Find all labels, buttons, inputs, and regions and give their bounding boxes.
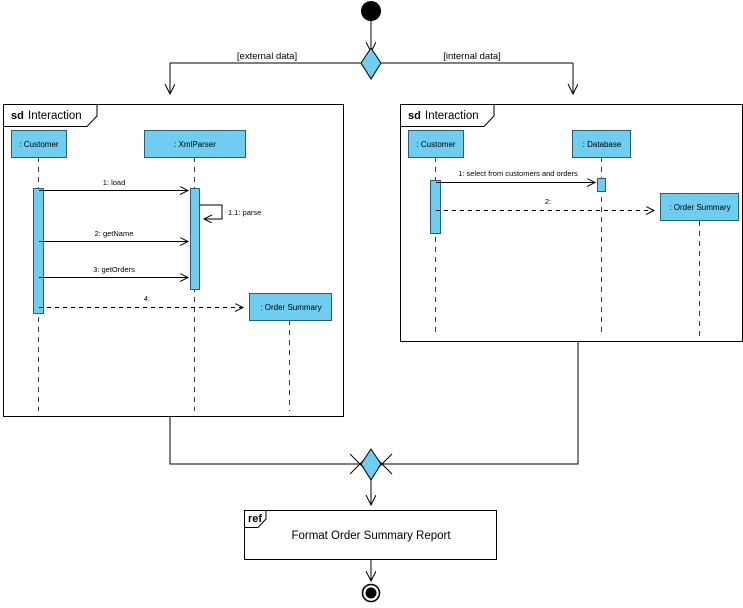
left-frame-name-label: Interaction [28, 110, 82, 122]
left-activation-customer [33, 188, 44, 314]
guard-internal-data: [internal data] [443, 51, 501, 62]
left-activation-xmlparser [190, 188, 200, 290]
left-lifeline-xmlparser[interactable]: : XmlParser [144, 130, 246, 158]
left-message-getname-label: 2: getName [95, 229, 134, 238]
right-lifeline-database[interactable]: : Database [572, 130, 631, 158]
merge-node [349, 448, 393, 481]
left-frame-kind-label: sd [11, 110, 24, 122]
right-message-create-summary: 2: [436, 197, 654, 211]
right-message-create-summary-label: 2: [545, 197, 551, 206]
left-message-load: 1: load [39, 178, 188, 191]
ref-frame-title: Format Order Summary Report [291, 530, 451, 542]
left-message-getname: 2: getName [39, 229, 188, 242]
left-message-getorders: 3: getOrders [39, 265, 188, 278]
left-lifeline-ordersummary[interactable]: : Order Summary [249, 293, 332, 321]
left-message-load-label: 1: load [103, 178, 126, 187]
flow-left-frame-to-merge [169, 416, 361, 465]
right-lifeline-ordersummary-label: : Order Summary [669, 203, 730, 212]
left-lifeline-customer[interactable]: : Customer [11, 130, 67, 158]
left-message-create-summary-label: 4: [144, 294, 150, 303]
right-message-select-label: 1: select from customers and orders [458, 169, 578, 178]
right-activation-database [597, 178, 606, 192]
right-activation-customer [430, 180, 441, 234]
left-message-create-summary: 4: [39, 294, 243, 308]
ref-frame-kind-label: ref [248, 513, 262, 525]
left-message-getorders-label: 3: getOrders [93, 265, 135, 274]
initial-node [361, 1, 381, 21]
left-message-parse-self: 1.1: parse [199, 204, 261, 219]
guard-external-data: [external data] [237, 51, 297, 62]
right-frame-kind-label: sd [408, 110, 421, 122]
decision-node [360, 47, 382, 80]
right-lifeline-ordersummary[interactable]: : Order Summary [660, 193, 739, 221]
right-message-select: 1: select from customers and orders [436, 169, 595, 183]
right-frame-name-label: Interaction [425, 110, 479, 122]
left-lifeline-xmlparser-label: : XmlParser [174, 140, 216, 149]
left-message-parse-label: 1.1: parse [228, 208, 261, 217]
right-lifeline-database-label: : Database [583, 140, 622, 149]
right-lifeline-customer[interactable]: : Customer [408, 130, 464, 158]
flow-right-frame-to-merge [381, 341, 579, 465]
left-lifeline-ordersummary-label: : Order Summary [260, 303, 321, 312]
left-lifeline-customer-label: : Customer [19, 140, 58, 149]
ref-frame[interactable] [244, 510, 497, 560]
final-node [361, 583, 381, 603]
right-lifeline-customer-label: : Customer [416, 140, 455, 149]
